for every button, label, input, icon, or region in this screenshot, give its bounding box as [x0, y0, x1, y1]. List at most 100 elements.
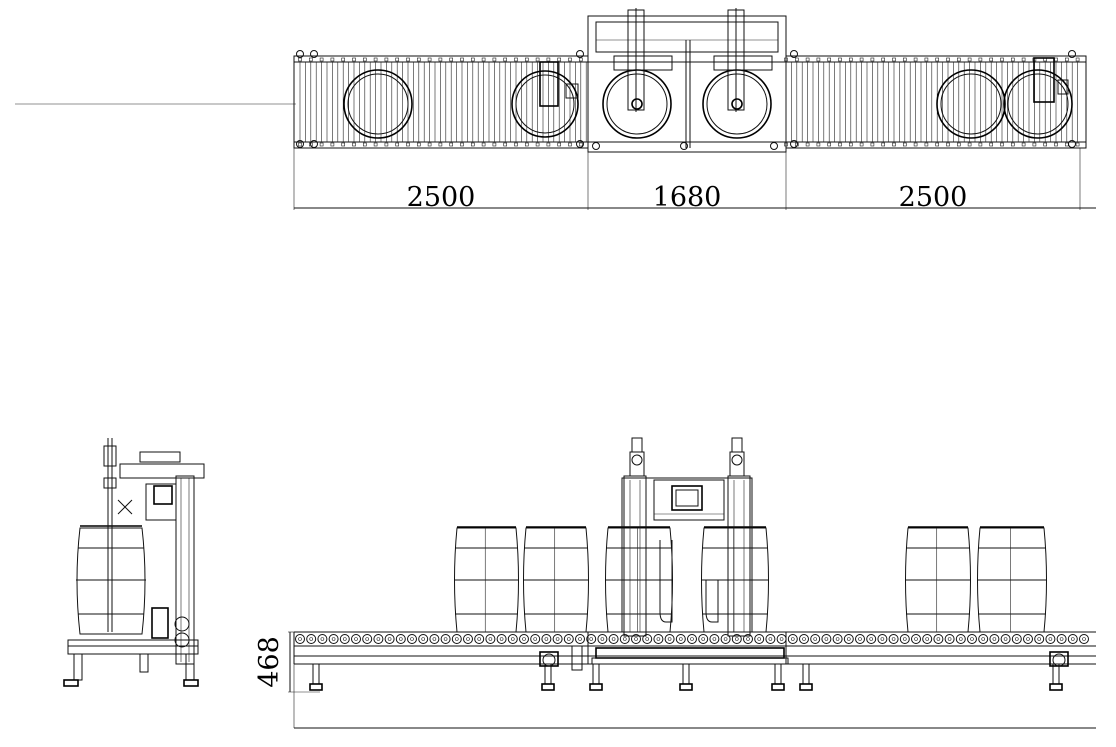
roller-end: [1065, 142, 1069, 147]
plan-foot: [310, 50, 318, 58]
plan-foot: [680, 142, 688, 150]
front-roller-hub: [1082, 637, 1086, 641]
height-dimension: [288, 631, 1096, 729]
front-roller: [1045, 634, 1056, 644]
roller-end: [362, 57, 367, 62]
front-rollers: [295, 634, 1089, 644]
roller-end: [449, 142, 454, 147]
front-roller-hub: [544, 637, 549, 641]
roller-end: [406, 142, 410, 147]
roller-end: [427, 57, 432, 62]
front-roller: [407, 634, 417, 644]
roller-end: [460, 57, 464, 62]
roller-end: [956, 57, 961, 62]
roller-end: [956, 142, 961, 147]
front-roller: [586, 634, 597, 644]
front-roller-hub: [522, 637, 526, 641]
front-roller-hub: [365, 637, 370, 641]
front-roller: [597, 634, 608, 644]
roller-end: [578, 57, 583, 62]
front-roller-hub: [1059, 637, 1064, 641]
front-roller-hub: [342, 637, 347, 641]
front-roller-hub: [992, 637, 997, 641]
front-roller: [989, 634, 1000, 644]
dim-center-length: 1680: [653, 182, 722, 213]
roller-end: [395, 142, 400, 147]
roller-end: [438, 57, 443, 62]
front-roller-hub: [779, 637, 784, 641]
plan-foot: [296, 140, 304, 148]
roller-end: [870, 57, 875, 62]
front-roller-hub: [734, 637, 739, 641]
front-roller: [485, 634, 496, 644]
dim-roller-height: 468: [254, 636, 285, 688]
front-roller: [675, 634, 686, 644]
roller-end: [1054, 57, 1058, 62]
front-legs: [309, 663, 1063, 691]
roller-end: [546, 57, 551, 62]
front-roller-hub: [1048, 637, 1053, 641]
front-roller: [463, 634, 473, 644]
leg-foot: [1049, 683, 1063, 691]
roller-end: [470, 142, 475, 147]
roller-end: [416, 142, 421, 147]
front-roller: [832, 634, 843, 644]
roller-end: [1075, 142, 1080, 147]
roller-end: [319, 57, 324, 62]
roller-end: [913, 142, 918, 147]
roller-end: [384, 142, 389, 147]
roller-end: [946, 57, 950, 62]
front-roller-hub: [488, 637, 493, 641]
front-roller-hub: [1014, 637, 1019, 641]
roller-end: [373, 142, 378, 147]
front-roller-hub: [477, 637, 482, 641]
roller-end: [946, 142, 950, 147]
front-roller-hub: [578, 637, 582, 641]
roller-end: [848, 142, 853, 147]
front-roller-hub: [645, 637, 650, 641]
roller-end: [578, 142, 583, 147]
roller-end: [362, 142, 367, 147]
control-panel: [653, 479, 725, 521]
front-roller-hub: [298, 637, 302, 641]
front-roller-hub: [690, 637, 694, 641]
roller-end: [535, 57, 540, 62]
front-roller-hub: [970, 637, 974, 641]
roller-end: [352, 142, 356, 147]
front-roller-hub: [566, 637, 571, 641]
front-roller-hub: [600, 637, 605, 641]
drum-top-4: [702, 69, 772, 139]
roller-end: [373, 57, 378, 62]
leg-foot: [679, 683, 693, 691]
front-roller: [384, 634, 395, 644]
front-roller-hub: [398, 637, 403, 641]
plan-foot: [296, 50, 304, 58]
leg-foot: [309, 683, 323, 691]
front-roller-hub: [846, 637, 851, 641]
roller-end: [881, 57, 886, 62]
roller-end: [492, 57, 497, 62]
front-roller: [496, 634, 507, 644]
dim-left-length: 2500: [407, 182, 476, 213]
roller-end: [859, 57, 864, 62]
front-roller: [563, 634, 574, 644]
dim-right-length: 2500: [899, 182, 968, 213]
roller-end: [524, 57, 529, 62]
plan-foot: [1068, 140, 1076, 148]
conveyor-leg: [592, 663, 600, 685]
roller-end: [838, 142, 842, 147]
leg-foot: [799, 683, 813, 691]
roller-end: [881, 142, 886, 147]
drum-top-2: [511, 70, 579, 138]
drum-top-1: [343, 69, 413, 139]
roller-end: [568, 142, 572, 147]
front-roller: [698, 634, 709, 644]
conveyor-leg: [312, 663, 320, 685]
roller-end: [449, 57, 454, 62]
leg-foot: [589, 683, 603, 691]
front-roller: [1034, 634, 1045, 644]
drum-top-3: [602, 69, 672, 139]
side-view: [63, 438, 205, 687]
front-roller-hub: [1026, 637, 1030, 641]
front-elevation: 468: [254, 437, 1096, 729]
